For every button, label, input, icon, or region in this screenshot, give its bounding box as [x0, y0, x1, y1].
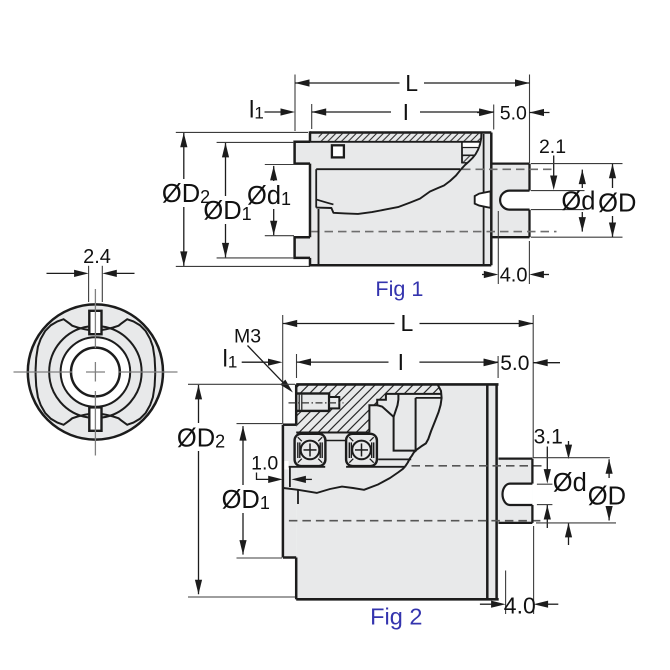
svg-text:3.1: 3.1	[534, 426, 563, 449]
svg-text:l1: l1	[223, 346, 238, 373]
svg-text:1.0: 1.0	[251, 453, 278, 475]
svg-text:2.4: 2.4	[83, 246, 111, 268]
svg-text:Fig 1: Fig 1	[375, 276, 423, 301]
svg-text:M3: M3	[234, 325, 261, 347]
svg-text:L: L	[401, 310, 414, 336]
svg-text:Fig 2: Fig 2	[370, 604, 422, 630]
svg-text:L: L	[405, 70, 418, 96]
svg-text:Ød: Ød	[561, 187, 595, 215]
svg-text:5.0: 5.0	[500, 352, 529, 375]
svg-text:I: I	[398, 349, 404, 375]
svg-text:2.1: 2.1	[539, 136, 566, 158]
svg-text:4.0: 4.0	[500, 264, 528, 286]
svg-text:Ød: Ød	[553, 469, 587, 497]
svg-text:I: I	[403, 99, 409, 125]
svg-text:ØD: ØD	[588, 482, 626, 510]
svg-text:ØD: ØD	[598, 189, 636, 217]
svg-text:5.0: 5.0	[500, 102, 527, 124]
svg-text:l1: l1	[249, 97, 264, 124]
svg-text:4.0: 4.0	[504, 593, 536, 619]
